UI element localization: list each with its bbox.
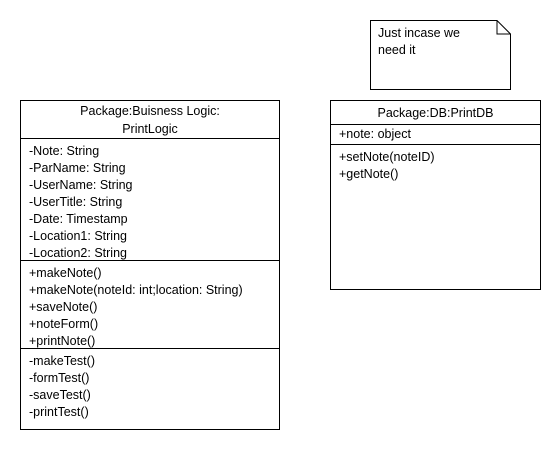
class-printlogic[interactable]: Package:Buisness Logic: PrintLogic -Note…	[20, 100, 280, 430]
operation: -makeTest()	[29, 354, 95, 368]
attribute: -UserName: String	[29, 178, 133, 192]
operation: +setNote(noteID)	[339, 150, 435, 164]
operation: -printTest()	[29, 405, 89, 419]
class-printlogic-public-operations: +makeNote() +makeNote(noteId: int;locati…	[21, 261, 279, 349]
class-printdb-header: Package:DB:PrintDB	[331, 101, 540, 125]
class-printdb-name: Package:DB:PrintDB	[377, 106, 494, 120]
note[interactable]: Just incase we need it	[370, 20, 511, 90]
attribute: -Note: String	[29, 144, 100, 158]
note-shape	[370, 20, 511, 90]
attribute: -Date: Timestamp	[29, 212, 128, 226]
class-printdb[interactable]: Package:DB:PrintDB +note: object +setNot…	[330, 100, 541, 290]
operation: +noteForm()	[29, 317, 99, 331]
class-printdb-operations: +setNote(noteID) +getNote()	[331, 145, 540, 185]
class-printlogic-package: Package:Buisness Logic:	[80, 104, 220, 118]
operation: -saveTest()	[29, 388, 91, 402]
operation: +makeNote()	[29, 266, 102, 280]
note-text: Just incase we need it	[378, 26, 460, 57]
attribute: -ParName: String	[29, 161, 126, 175]
class-printlogic-name: PrintLogic	[122, 122, 178, 136]
operation: +getNote()	[339, 167, 399, 181]
attribute: -Location1: String	[29, 229, 127, 243]
attribute: +note: object	[339, 127, 411, 141]
attribute: -UserTitle: String	[29, 195, 123, 209]
attribute: -Location2: String	[29, 246, 127, 260]
operation: +makeNote(noteId: int;location: String)	[29, 283, 243, 297]
operation: +printNote()	[29, 334, 96, 348]
operation: -formTest()	[29, 371, 90, 385]
class-printlogic-private-operations: -makeTest() -formTest() -saveTest() -pri…	[21, 349, 279, 423]
class-printlogic-attributes: -Note: String -ParName: String -UserName…	[21, 139, 279, 261]
class-printdb-attributes: +note: object	[331, 125, 540, 145]
class-printlogic-header: Package:Buisness Logic: PrintLogic	[21, 101, 279, 139]
operation: +saveNote()	[29, 300, 98, 314]
